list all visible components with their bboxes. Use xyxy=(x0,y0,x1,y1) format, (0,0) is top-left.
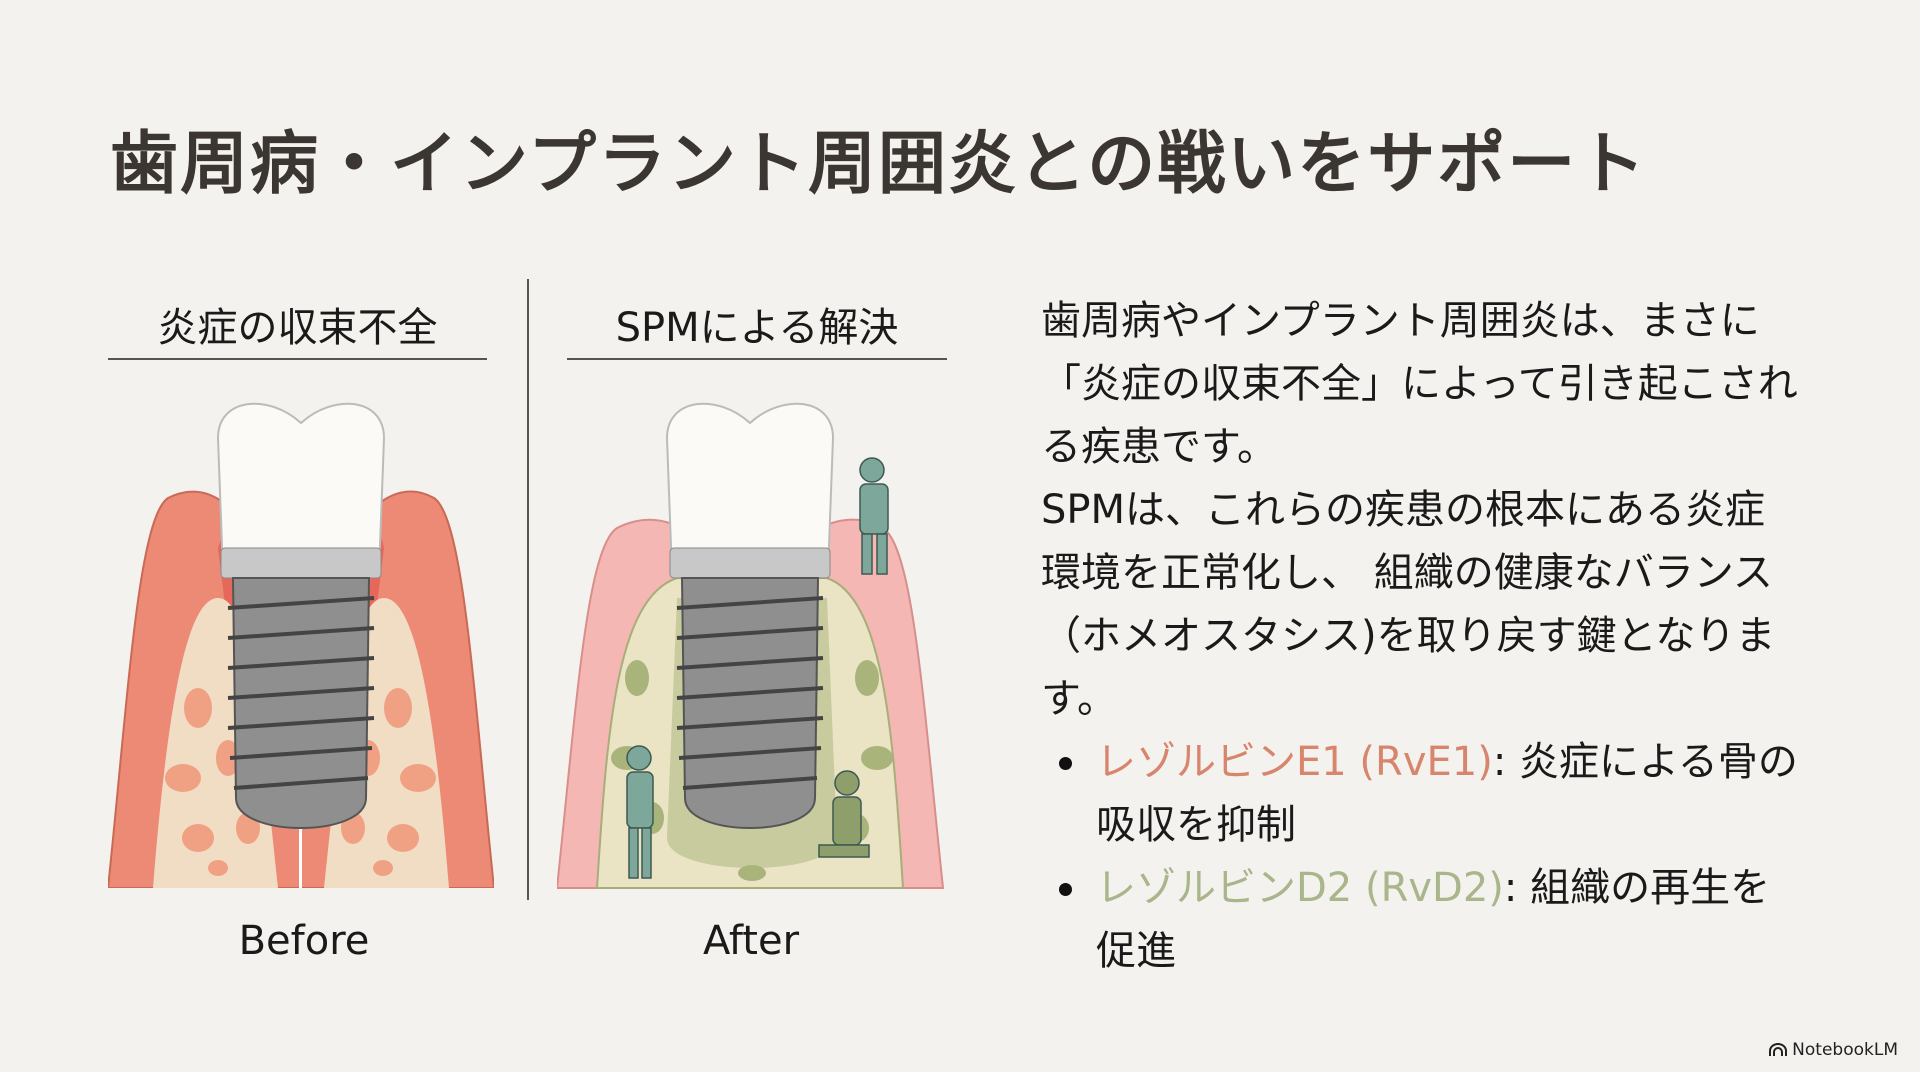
before-caption: Before xyxy=(238,918,370,964)
panel-divider xyxy=(527,279,529,900)
body-line: 歯周病やインプラント周囲炎は、まさに xyxy=(1041,298,1760,344)
left-heading-underline xyxy=(108,358,487,360)
brand-name: NotebookLM xyxy=(1792,1040,1898,1060)
body-line: 「炎症の収束不全」によって引き起こされ xyxy=(1041,361,1798,407)
body-line: SPMは、これらの疾患の根本にある炎症 xyxy=(1041,487,1766,533)
slide-title: 歯周病・インプラント周囲炎との戦いをサポート xyxy=(110,124,1648,204)
right-panel-heading: SPMによる解決 xyxy=(615,305,899,351)
bullet-desc: : 組織の再生を xyxy=(1503,865,1771,911)
bullet-desc-cont: 促進 xyxy=(1096,928,1176,974)
bullet-desc: : 炎症による骨の xyxy=(1492,739,1798,785)
notebooklm-logo-icon xyxy=(1769,1043,1788,1056)
notebooklm-watermark: NotebookLM xyxy=(1769,1040,1898,1060)
body-line: 環境を正常化し、 組織の健康なバランス xyxy=(1041,550,1773,596)
left-panel-heading: 炎症の収束不全 xyxy=(157,305,438,351)
bullet-rve1: レゾルビンE1 (RvE1): 炎症による骨の 吸収を抑制 xyxy=(1041,731,1798,857)
before-implant-illustration xyxy=(108,402,494,888)
bullet-term: レゾルビンE1 (RvE1) xyxy=(1096,739,1493,785)
bullet-rvd2: レゾルビンD2 (RvD2): 組織の再生を 促進 xyxy=(1041,857,1798,983)
right-heading-underline xyxy=(567,358,947,360)
bullet-dot xyxy=(1059,883,1072,896)
bullet-term: レゾルビンD2 (RvD2) xyxy=(1096,865,1504,911)
worker-figure xyxy=(626,457,889,879)
body-text: 歯周病やインプラント周囲炎は、まさに 「炎症の収束不全」によって引き起こされ る… xyxy=(1041,290,1798,983)
bullet-desc-cont: 吸収を抑制 xyxy=(1096,802,1296,848)
bullet-dot xyxy=(1059,757,1072,770)
body-line: す。 xyxy=(1041,676,1117,722)
after-caption: After xyxy=(702,918,800,964)
after-implant-illustration xyxy=(557,402,945,889)
body-line: る疾患です。 xyxy=(1041,424,1277,470)
body-line: （ホメオスタシス)を取り戻す鍵となりま xyxy=(1041,613,1776,659)
